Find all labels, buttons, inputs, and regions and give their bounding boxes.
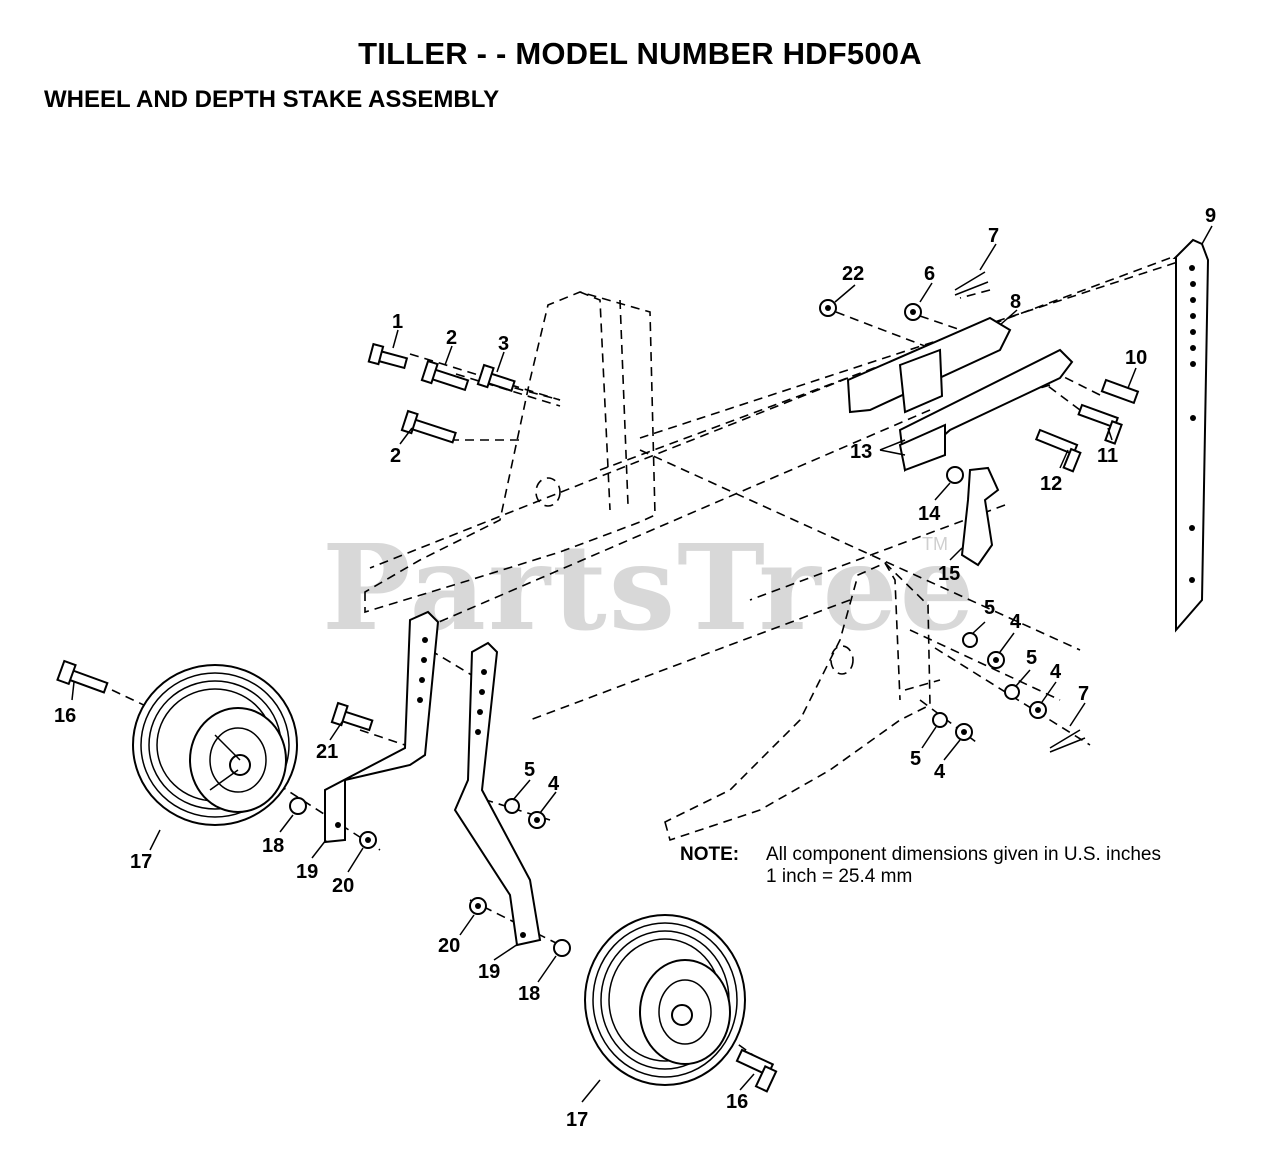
callout-6: 6 [924,263,935,285]
callout-20-left: 20 [332,875,354,897]
callout-2-upper: 2 [446,327,457,349]
bolt-2-upper [420,359,470,392]
bolt-21 [330,701,374,732]
callout-7-upper: 7 [988,225,999,247]
depth-stake [1172,238,1210,633]
callout-4-bracket: 4 [548,773,560,795]
callout-13: 13 [850,441,872,463]
wheel-left [132,664,298,826]
fasteners [289,271,1086,957]
callout-labels: 1 2 2 3 4 4 4 4 5 5 5 5 6 7 7 8 9 10 11 … [54,205,1216,1131]
callout-22: 22 [842,263,864,285]
callout-18-left: 18 [262,835,284,857]
frame-right-bracket [664,562,931,842]
callout-4-middle: 4 [1050,661,1062,683]
callout-5-middle: 5 [1026,647,1037,669]
dimensions-note: NOTE: All component dimensions given in U… [680,844,1161,888]
callout-10: 10 [1125,347,1147,369]
callout-1: 1 [392,311,403,333]
callout-15: 15 [938,563,960,585]
page-title: TILLER - - MODEL NUMBER HDF500A [358,36,922,71]
callout-4-upper: 4 [1010,611,1022,633]
wheel-bracket-left [324,610,440,844]
callout-3: 3 [498,333,509,355]
callout-7-lower: 7 [1078,683,1089,705]
callout-17-left: 17 [130,851,152,873]
callout-20-right: 20 [438,935,460,957]
wheel-bracket-right [453,641,542,947]
trademark-mark: TM [922,534,948,554]
callout-14: 14 [918,503,941,525]
callout-11: 11 [1097,445,1118,467]
depth-stake-bracket-lower [898,348,1074,473]
callout-5-bracket: 5 [524,759,535,781]
depth-stake-handle [946,466,1000,567]
callout-16-right: 16 [726,1091,748,1113]
callout-19-left: 19 [296,861,318,883]
bolt-3 [476,363,516,393]
callout-9: 9 [1205,205,1216,227]
bolt-16-right [735,1048,778,1093]
callout-5-upper: 5 [984,597,995,619]
note-line-2: 1 inch = 25.4 mm [766,866,913,887]
bolt-16-left [56,659,109,694]
callout-19-right: 19 [478,961,500,983]
pin-10 [1100,378,1140,405]
callout-21: 21 [316,741,338,763]
bolt-2-lower [400,409,457,444]
note-label: NOTE: [680,844,740,865]
callout-5-lower: 5 [910,748,921,770]
leader-lines [71,225,1213,1103]
callout-16-left: 16 [54,705,76,727]
assembly-subtitle: WHEEL AND DEPTH STAKE ASSEMBLY [44,86,500,113]
callout-17-right: 17 [566,1109,588,1131]
callout-8: 8 [1010,291,1021,313]
callout-2-lower: 2 [390,445,401,467]
callout-4-lower: 4 [934,761,946,783]
callout-18-right: 18 [518,983,540,1005]
note-line-1: All component dimensions given in U.S. i… [766,844,1161,865]
wheel-right [584,914,746,1086]
depth-stake-bracket-upper [846,316,1012,414]
bolt-11 [1077,403,1123,445]
bolt-1 [367,342,409,370]
frame-left-bracket [364,291,656,614]
bolt-12 [1034,428,1082,473]
callout-12: 12 [1040,473,1062,495]
